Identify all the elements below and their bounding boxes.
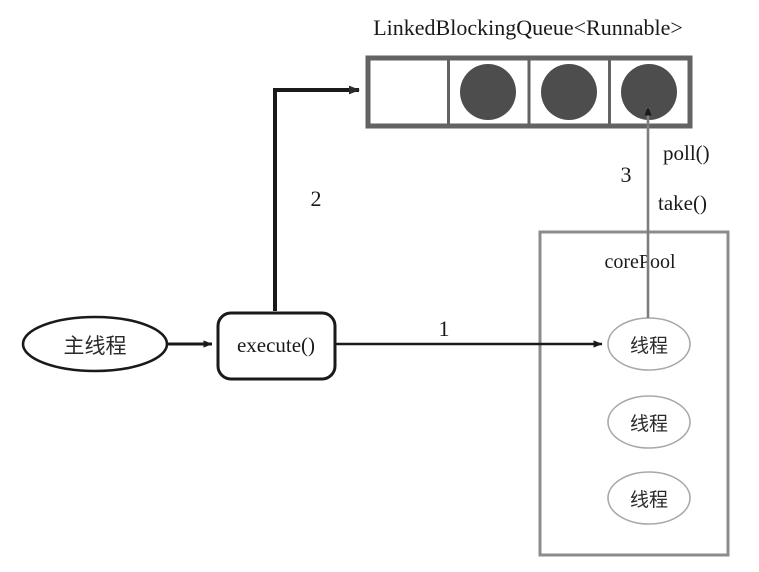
poll-method-label: poll() <box>663 141 710 165</box>
core-pool-thread-label-1: 线程 <box>630 335 668 357</box>
execute-box-label: execute() <box>237 333 315 357</box>
edge-2-line <box>273 85 360 311</box>
queue-task-circle <box>460 64 516 120</box>
edge-3-label: 3 <box>621 162 632 187</box>
execute-box <box>216 311 337 381</box>
core-pool-thread-label-2: 线程 <box>630 413 668 435</box>
core-pool-thread-label-3: 线程 <box>630 489 668 511</box>
queue-cell-empty <box>371 61 446 123</box>
take-method-label: take() <box>658 191 707 215</box>
queue-title: LinkedBlockingQueue<Runnable> <box>373 15 683 40</box>
core-pool-thread-ellipse-2 <box>607 395 691 449</box>
edge-2-label: 2 <box>311 186 322 211</box>
edge-1-label: 1 <box>439 316 450 341</box>
core-pool-label: corePool <box>604 251 676 273</box>
queue-task-circle <box>621 64 677 120</box>
queue-task-circle <box>541 64 597 120</box>
core-pool-thread-ellipse-3 <box>607 471 691 525</box>
main-thread-label: 主线程 <box>64 334 127 358</box>
